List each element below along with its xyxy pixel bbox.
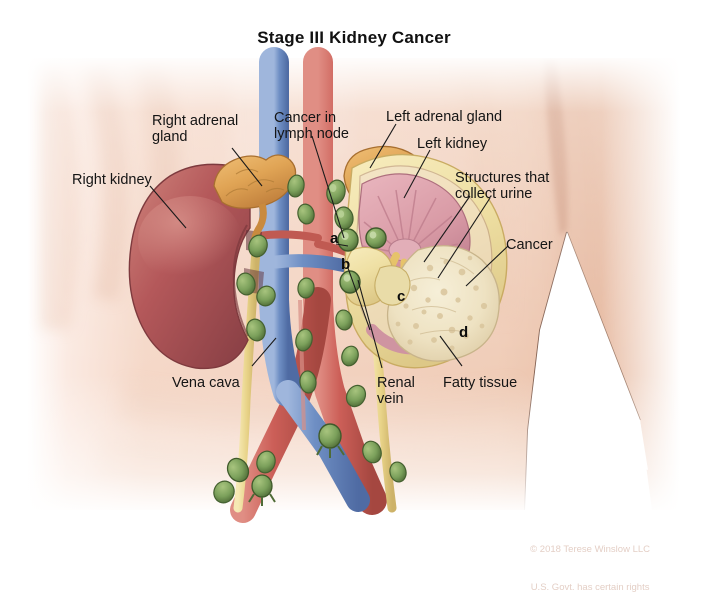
label-left-kidney: Left kidney [417,136,488,152]
lymph-node [299,370,317,394]
lymph-node [248,474,276,506]
lymph-node-a [337,228,359,252]
gonadal-vessel [298,299,306,431]
label-renal-vein: Renal vein [377,375,415,408]
marker-a: a [330,230,339,247]
leader-cancer-lymph-node [311,135,345,239]
leader-right-kidney [149,185,187,229]
right-renal-artery [254,230,322,242]
right-adrenal-texture [225,168,285,197]
copyright-line-1: © 2018 Terese Winslow LLC [530,543,650,555]
lymph-node [365,227,387,249]
label-vena-cava: Vena cava [172,375,240,391]
leader-lines [149,123,509,369]
left-kidney-organ [343,153,508,369]
leader-marker-a [335,243,349,247]
leader-right-adrenal [231,147,263,187]
label-right-kidney: Right kidney [72,172,152,188]
lymph-node [256,450,276,474]
cancer-in-renal-sinus [374,265,411,306]
lymph-node [316,423,345,458]
label-left-adrenal-gland: Left adrenal gland [386,109,503,125]
cancer-texture [395,255,488,351]
lymph-node [345,384,367,408]
lymph-node [335,309,353,331]
leader-cancer [465,245,509,287]
lymph-node [236,272,256,296]
lymph-node [295,328,313,352]
right-kidney-hilum-edge [232,224,249,337]
left-renal-vein [269,254,353,273]
page-title: Stage III Kidney Cancer [257,28,451,47]
label-fatty-tissue: Fatty tissue [443,375,518,391]
leader-left-adrenal [369,123,397,169]
lymph-node [287,174,305,198]
lymph-node [389,461,407,483]
lymph-node [213,480,235,504]
lymph-node [341,345,359,367]
label-right-adrenal-gland: Right adrenal gland [152,113,239,146]
lymph-node [248,234,268,258]
leader-collect-urine-2 [437,197,491,279]
leader-fatty-tissue [439,335,463,367]
lymph-node [246,318,266,342]
right-adrenal-gland-organ [213,154,297,252]
marker-c: c [397,288,406,305]
right-kidney-highlight [138,196,242,284]
label-cancer-in-lymph-node: Cancer in lymph node [274,110,349,143]
leader-vena-cava [251,337,277,367]
lymph-node [256,285,276,307]
lymph-nodes [213,174,407,506]
leader-collect-urine-1 [423,195,471,263]
leader-renal-vein [357,279,383,369]
lymph-node [362,440,382,464]
leader-left-kidney [403,149,431,199]
copyright-notice: © 2018 Terese Winslow LLC U.S. Govt. has… [530,518,650,607]
marker-b: b [341,256,351,273]
lymph-node [226,457,250,483]
label-structures-that-collect-urine: Structures that collect urine [455,170,550,203]
copyright-line-2: U.S. Govt. has certain rights [530,582,650,594]
lymph-node [297,277,315,299]
marker-d: d [459,324,469,341]
label-cancer: Cancer [506,237,553,253]
lymph-node [297,203,315,225]
leader-marker-b [347,267,371,331]
